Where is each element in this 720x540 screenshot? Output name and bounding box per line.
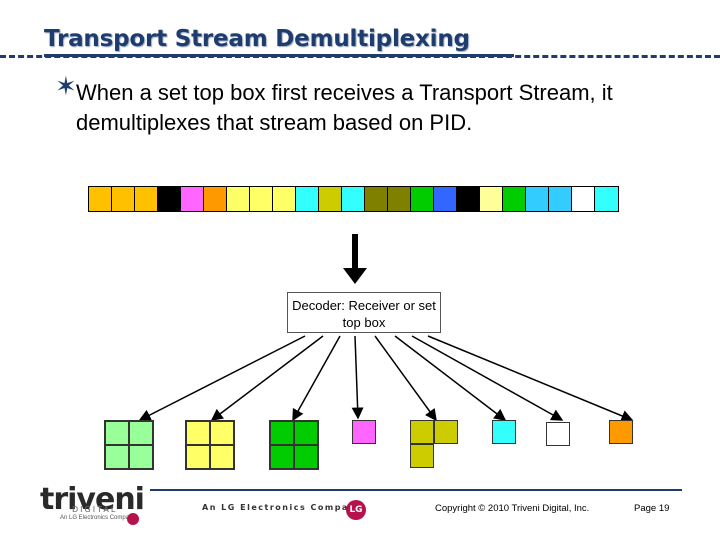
demux-arrow-2 [210, 335, 324, 421]
transport-stream-bar [88, 186, 619, 212]
packet-cell [158, 187, 181, 211]
output-packet-cell [105, 421, 129, 445]
output-packet-cell [129, 445, 153, 469]
output-packet-cell [186, 421, 210, 445]
output-packet-cell [270, 421, 294, 445]
output-packet-cell [210, 445, 234, 469]
packet-cell [296, 187, 319, 211]
packet-cell [227, 187, 250, 211]
output-group-3 [269, 420, 319, 470]
output-packet-cell [434, 420, 458, 444]
page-number: Page 19 [634, 503, 670, 514]
lg-mini-logo-icon [127, 513, 139, 525]
packet-cell [480, 187, 503, 211]
output-packet-cell [434, 444, 458, 468]
demux-arrow-8 [427, 335, 634, 422]
output-packet-cell [294, 445, 318, 469]
packet-cell [135, 187, 158, 211]
output-packet-cell [270, 445, 294, 469]
output-group-5 [410, 420, 458, 468]
title-underline [44, 54, 514, 57]
output-group-1 [104, 420, 154, 470]
packet-cell [572, 187, 595, 211]
demux-arrow-4 [351, 335, 364, 420]
demux-arrow-6 [394, 335, 507, 421]
output-packet-cell [105, 445, 129, 469]
packet-cell [434, 187, 457, 211]
star-bullet-icon: ✶ [55, 71, 77, 101]
down-arrow-icon [352, 234, 358, 270]
packet-cell [273, 187, 296, 211]
output-packet-cell [410, 444, 434, 468]
output-packet-cell [410, 420, 434, 444]
output-group-4 [352, 420, 376, 444]
output-packet-cell [186, 445, 210, 469]
demux-arrow-7 [411, 335, 564, 421]
packet-cell [526, 187, 549, 211]
demux-arrow-3 [292, 335, 341, 422]
packet-cell [319, 187, 342, 211]
packet-cell [388, 187, 411, 211]
output-group-7 [546, 422, 570, 446]
demux-arrow-1 [138, 335, 306, 421]
packet-cell [342, 187, 365, 211]
footer-rule [150, 489, 682, 491]
output-packet-cell [129, 421, 153, 445]
packet-cell [365, 187, 388, 211]
demux-arrow-5 [374, 335, 437, 422]
output-group-8 [609, 420, 633, 444]
bullet-text: When a set top box first receives a Tran… [76, 80, 613, 135]
packet-cell [204, 187, 227, 211]
output-packet-cell [294, 421, 318, 445]
triveni-logo-sub: DIGITAL [72, 505, 118, 514]
output-group-6 [492, 420, 516, 444]
packet-cell [549, 187, 572, 211]
triveni-logo-tagline: An LG Electronics Company [60, 515, 136, 521]
packet-cell [503, 187, 526, 211]
slide-title: Transport Stream Demultiplexing [44, 26, 470, 52]
lg-logo-icon: LG [346, 500, 366, 520]
packet-cell [181, 187, 204, 211]
packet-cell [112, 187, 135, 211]
triveni-logo: triveni [40, 482, 145, 517]
packet-cell [250, 187, 273, 211]
company-text: An LG Electronics Company [202, 503, 363, 512]
packet-cell [89, 187, 112, 211]
decoder-box: Decoder: Receiver or set top box [287, 292, 441, 333]
output-packet-cell [210, 421, 234, 445]
copyright-text: Copyright © 2010 Triveni Digital, Inc. [435, 503, 590, 514]
down-arrow-head-icon [343, 268, 367, 284]
packet-cell [411, 187, 434, 211]
packet-cell [457, 187, 480, 211]
packet-cell [595, 187, 618, 211]
output-group-2 [185, 420, 235, 470]
